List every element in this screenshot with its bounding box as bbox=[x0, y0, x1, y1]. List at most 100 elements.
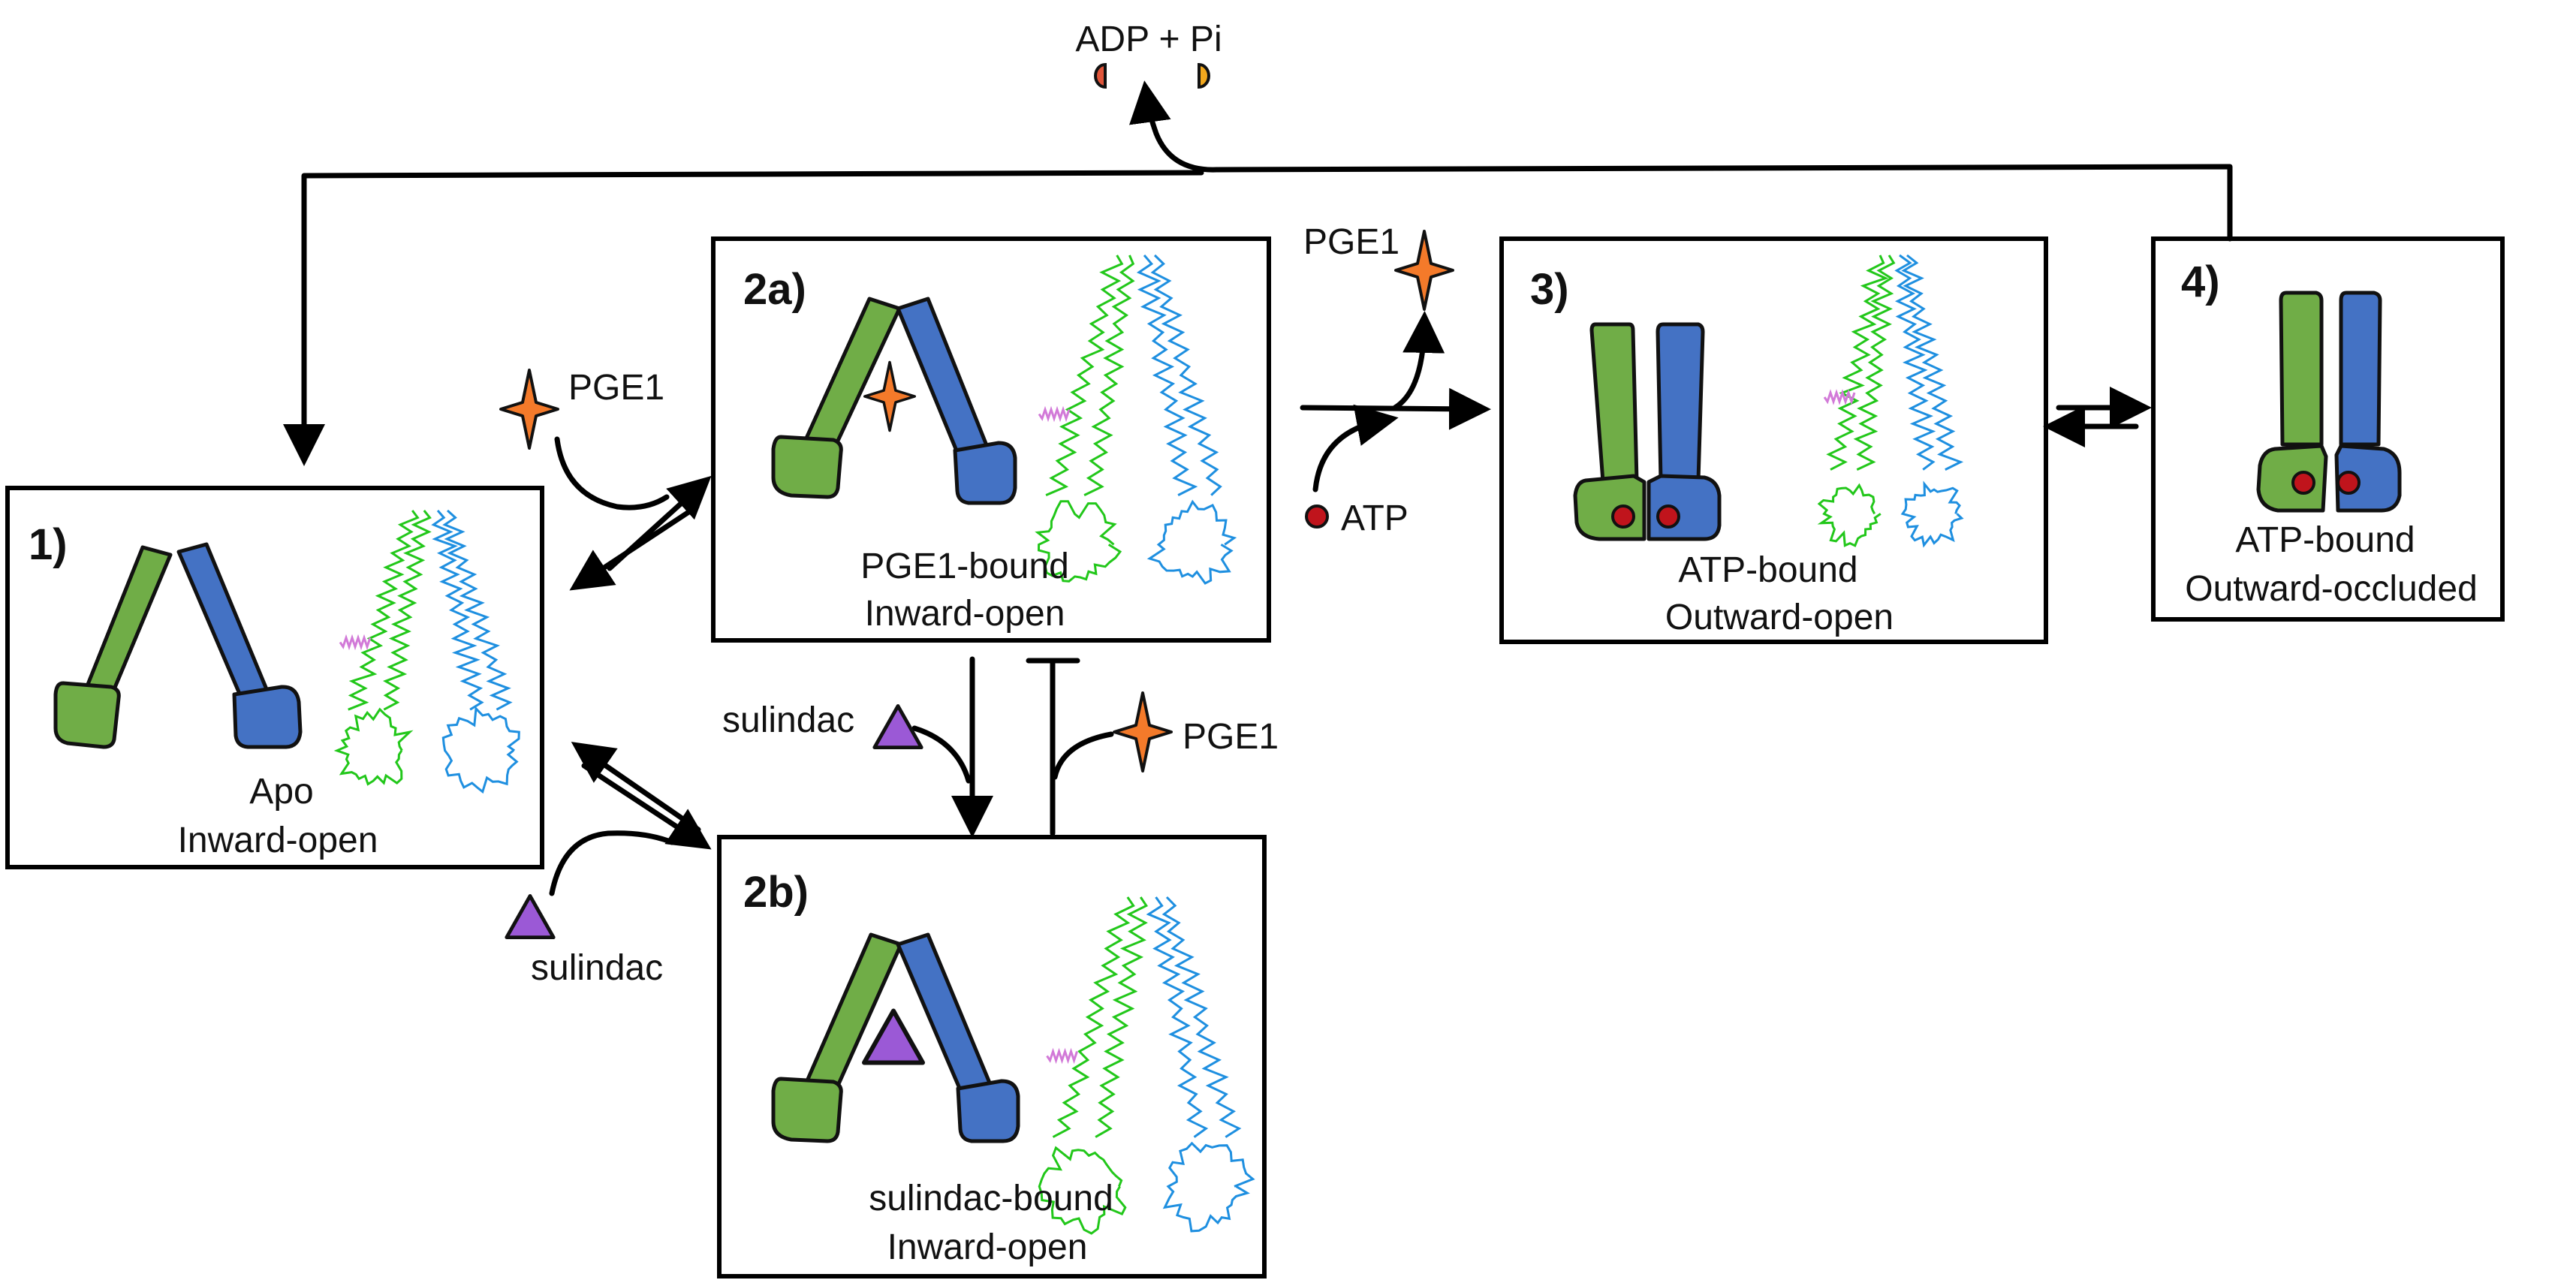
pge1-binding-curve bbox=[554, 436, 670, 510]
partner-helix bbox=[339, 634, 372, 651]
reverse-arrow bbox=[569, 504, 700, 591]
state-2b-label-line1: sulindac-bound bbox=[869, 1179, 1113, 1218]
state-1-label-line2: Inward-open bbox=[178, 821, 378, 860]
state-4-number: 4) bbox=[2181, 258, 2220, 306]
helix-strand bbox=[431, 510, 484, 711]
state-4-label-line2: Outward-occluded bbox=[2185, 569, 2478, 609]
green-nbd bbox=[771, 1077, 843, 1143]
state-3-number: 3) bbox=[1530, 265, 1569, 314]
transition-2a-3: ATP PGE1 bbox=[1300, 222, 1491, 538]
pge1-label: PGE1 bbox=[1303, 222, 1399, 262]
blue-domain bbox=[1656, 322, 1705, 483]
state-2b-number: 2b) bbox=[743, 868, 809, 917]
helix-strand bbox=[1901, 254, 1964, 471]
partner-helix bbox=[1823, 389, 1856, 405]
state-2a-pge1-bound: 2a) PGE1-bound Inward-open bbox=[711, 236, 1271, 643]
nbd-ribbon bbox=[1146, 499, 1237, 585]
state-1-structure-icon bbox=[333, 509, 520, 794]
helix-strand bbox=[1894, 254, 1936, 471]
state-4-atp-bound-outward-occluded: 4) ATP-bound Outward-occluded bbox=[2151, 236, 2505, 622]
hydrolysis-return-arrow: ADP + Pi bbox=[283, 20, 2233, 466]
return-path bbox=[1128, 80, 2233, 242]
helix-strand bbox=[348, 510, 420, 711]
atp-dot-icon bbox=[1305, 504, 1329, 529]
green-nbd bbox=[2256, 444, 2328, 513]
equilibrium-3-4 bbox=[2043, 387, 2152, 447]
state-1-apo: 1) Apo Inward-open bbox=[5, 486, 544, 869]
state-1-label-line1: Apo bbox=[249, 772, 313, 812]
atp-dot-icon bbox=[2336, 471, 2361, 495]
partner-helix bbox=[1038, 405, 1071, 423]
pge1-curve bbox=[1052, 731, 1114, 780]
sulindac-binding-curve bbox=[911, 725, 972, 784]
equilibrium-1-2a: PGE1 bbox=[499, 368, 712, 591]
atp-dot-icon bbox=[1656, 504, 1680, 529]
adp-pi-label: ADP + Pi bbox=[1075, 20, 1222, 59]
state-2a-label-line1: PGE1-bound bbox=[860, 547, 1069, 586]
green-nbd bbox=[53, 681, 121, 749]
reverse-arrow bbox=[571, 742, 701, 833]
green-nbd bbox=[1573, 474, 1647, 541]
pge1-star-icon bbox=[499, 369, 559, 450]
atp-dot-icon bbox=[1611, 504, 1635, 529]
helix-strand bbox=[1826, 254, 1889, 471]
sulindac-label: sulindac bbox=[722, 700, 854, 740]
state-2a-label-line2: Inward-open bbox=[865, 594, 1065, 634]
state-2a-cartoon bbox=[771, 297, 1017, 505]
state-1-cartoon bbox=[53, 542, 303, 749]
green-nbd bbox=[771, 435, 843, 499]
state-2b-label-line2: Inward-open bbox=[887, 1227, 1088, 1267]
state-3-label-line2: Outward-open bbox=[1665, 598, 1894, 637]
blue-nbd bbox=[232, 685, 303, 749]
state-3-structure-icon bbox=[1817, 254, 1964, 548]
state-2b-box bbox=[717, 835, 1267, 1278]
state-2b-structure-icon bbox=[1038, 896, 1255, 1235]
helix-strand bbox=[1045, 254, 1124, 496]
helix-strand bbox=[1853, 254, 1896, 471]
state-2a-structure-icon bbox=[1035, 254, 1237, 585]
return-path-left bbox=[283, 170, 1204, 466]
state-4-label-line1: ATP-bound bbox=[2235, 520, 2415, 560]
atp-dot-icon bbox=[2291, 471, 2315, 495]
helix-strand bbox=[383, 510, 432, 711]
transition-2a-2b: sulindac PGE1 bbox=[722, 656, 1279, 838]
pge1-star-icon bbox=[1394, 230, 1454, 311]
state-4-cartoon bbox=[2256, 291, 2402, 513]
nbd-ribbon bbox=[333, 707, 414, 786]
helix-strand bbox=[1161, 896, 1242, 1138]
adp-half-icon bbox=[1094, 62, 1107, 89]
partner-helix bbox=[1046, 1047, 1078, 1065]
pge1-label: PGE1 bbox=[1183, 717, 1279, 757]
helix-strand bbox=[1150, 254, 1222, 496]
state-3-label-line1: ATP-bound bbox=[1678, 550, 1857, 590]
pi-half-icon bbox=[1198, 62, 1210, 89]
blue-domain bbox=[2339, 291, 2382, 447]
state-3-atp-bound-outward-open: 3) ATP-bound Outward-open bbox=[1499, 236, 2048, 644]
state-2b-sulindac-bound: 2b) sulindac-bound Inward-open bbox=[717, 835, 1267, 1278]
green-domain bbox=[2279, 291, 2324, 447]
nbd-ribbon bbox=[441, 706, 520, 794]
atp-label: ATP bbox=[1341, 498, 1409, 538]
blue-nbd bbox=[956, 1079, 1020, 1143]
pge1-label: PGE1 bbox=[568, 368, 664, 408]
nbd-ribbon bbox=[1038, 1146, 1127, 1235]
helix-strand bbox=[1095, 896, 1148, 1138]
blue-nbd bbox=[953, 441, 1017, 505]
helix-strand bbox=[1083, 254, 1135, 496]
forward-arrow bbox=[581, 763, 712, 850]
blue-nbd bbox=[1647, 474, 1722, 541]
sulindac-triangle-icon bbox=[507, 896, 553, 937]
nbd-ribbon bbox=[1817, 483, 1882, 547]
atp-binding-curve bbox=[1312, 404, 1399, 492]
pge1-release-curve bbox=[1392, 311, 1445, 411]
equilibrium-1-2b: sulindac bbox=[507, 742, 712, 988]
nbd-ribbon bbox=[1035, 500, 1122, 583]
nbd-ribbon bbox=[1162, 1141, 1255, 1233]
helix-strand bbox=[1146, 896, 1209, 1138]
sulindac-binding-curve bbox=[549, 830, 675, 896]
helix-strand bbox=[442, 509, 513, 711]
helix-strand bbox=[1052, 896, 1135, 1138]
blue-nbd bbox=[2334, 444, 2402, 513]
state-1-number: 1) bbox=[29, 520, 68, 569]
